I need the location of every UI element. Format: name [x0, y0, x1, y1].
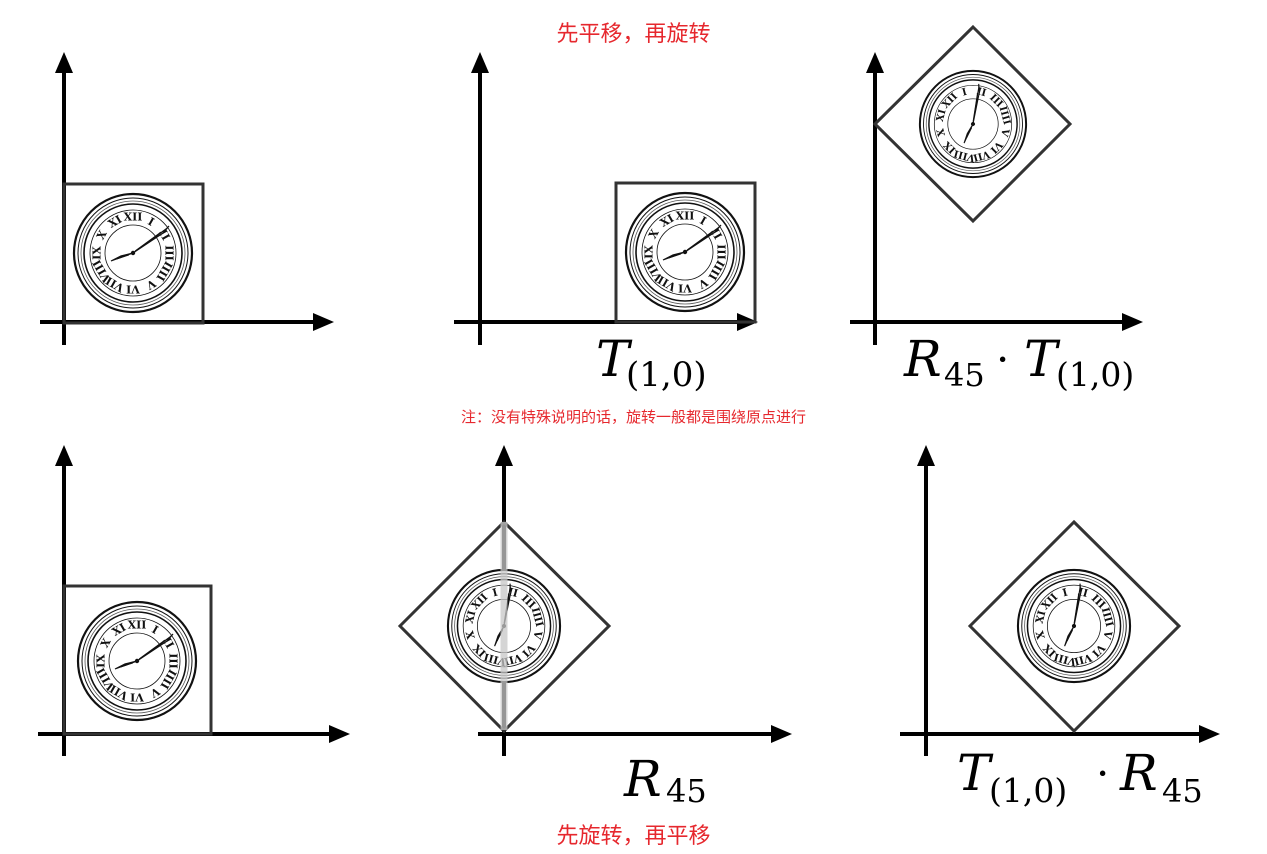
label-subscript-2: (1,0): [1056, 355, 1134, 394]
image-frame: [872, 24, 1073, 224]
x-axis-arrow-icon: [771, 725, 792, 743]
y-axis-arrow-icon: [471, 52, 489, 73]
axes: [38, 445, 350, 756]
clock-icon: [896, 47, 1050, 201]
y-axis-arrow-icon: [866, 52, 884, 73]
note-translate-then-rotate: 先平移，再旋转: [556, 22, 711, 47]
note-rotation-about-origin: 注：没有特殊说明的话，旋转一般都是围绕原点进行: [460, 408, 806, 426]
image-frame: [62, 584, 213, 736]
label-main: T: [596, 330, 633, 388]
transform-label: R 45 · T (1,0): [903, 330, 1134, 394]
panel-rotate-then-translate: T (1,0) · R 45: [840, 430, 1267, 830]
axes: [850, 52, 1143, 345]
image-frame: [614, 181, 757, 324]
note-rotate-then-translate: 先旋转，再平移: [556, 824, 711, 849]
clock-icon: [993, 545, 1155, 707]
label-dot: ·: [996, 335, 1009, 384]
label-main: R: [903, 330, 942, 388]
label-main: R: [623, 750, 662, 808]
y-axis-arrow-icon: [917, 445, 935, 466]
y-axis-arrow-icon: [55, 52, 73, 73]
transform-label: T (1,0): [596, 330, 707, 395]
clock-icon: [76, 600, 198, 722]
label-main: T: [957, 744, 994, 802]
image-frame: [397, 519, 612, 734]
transform-label: R 45: [623, 750, 707, 810]
label-subscript-2: 45: [1162, 772, 1203, 810]
image-frame: [62, 182, 205, 325]
x-axis-arrow-icon: [329, 725, 350, 743]
label-main-2: T: [1024, 330, 1061, 388]
clock-icon: [72, 192, 194, 314]
panel-translate-then-rotate: R 45 · T (1,0): [840, 0, 1267, 400]
panel-original-bottom: [0, 430, 420, 830]
label-dot: ·: [1096, 749, 1109, 798]
label-subscript: 45: [666, 772, 707, 810]
y-axis-arrow-icon: [55, 445, 73, 466]
axes: [40, 52, 334, 345]
clock-icon: [624, 191, 746, 313]
panel-rotated: R 45: [380, 430, 830, 830]
axes: [900, 445, 1220, 756]
panel-translated: T (1,0): [420, 0, 840, 400]
image-frame: [967, 519, 1182, 734]
x-axis-arrow-icon: [1199, 725, 1220, 743]
x-axis-arrow-icon: [1122, 313, 1143, 331]
panel-original-top: [0, 0, 420, 400]
label-subscript: (1,0): [626, 355, 707, 395]
transform-label: T (1,0) · R 45: [957, 744, 1203, 810]
label-subscript: 45: [944, 356, 985, 394]
label-subscript: (1,0): [989, 771, 1067, 810]
x-axis-arrow-icon: [313, 313, 334, 331]
y-axis-arrow-icon: [495, 445, 513, 466]
label-main-2: R: [1119, 744, 1158, 802]
